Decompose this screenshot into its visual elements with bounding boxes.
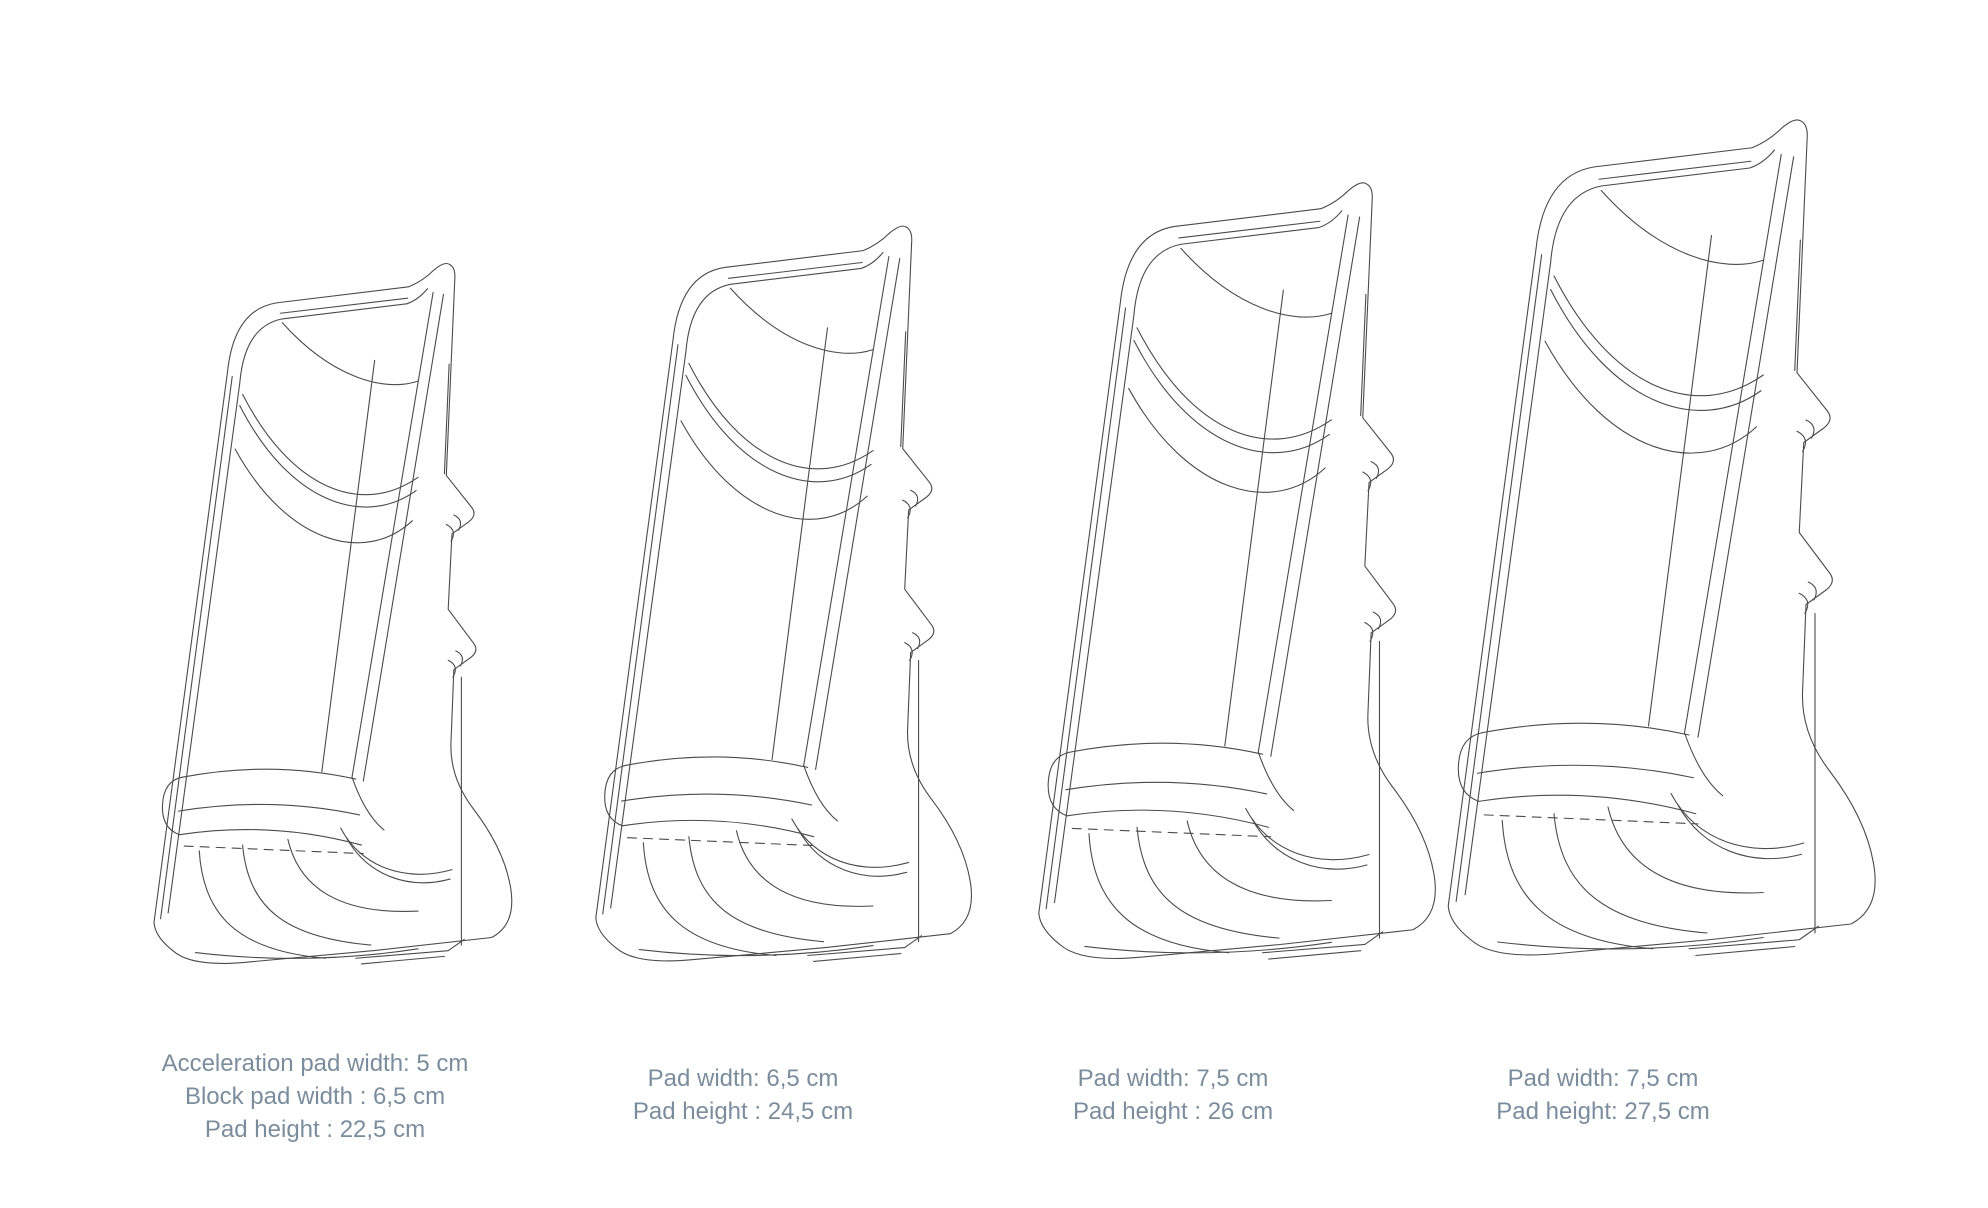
pad-1-label-line-2: Block pad width : 6,5 cm: [184, 1083, 446, 1110]
pad-drawing-3: [1038, 182, 1436, 960]
pad-2-label-line-2: Pad height : 24,5 cm: [632, 1098, 854, 1125]
pad-drawing-4: [1447, 119, 1876, 957]
pad-4-label: Pad width: 7,5 cm Pad height: 27,5 cm: [1363, 1062, 1843, 1128]
pad-4-label-line-1: Pad width: 7,5 cm: [1507, 1065, 1699, 1092]
pad-drawing-2: [595, 225, 973, 962]
pad-4-label-line-2: Pad height: 27,5 cm: [1496, 1098, 1710, 1125]
pad-3-label-line-2: Pad height : 26 cm: [1072, 1098, 1274, 1125]
pad-1-label-line-3: Pad height : 22,5 cm: [204, 1116, 426, 1143]
pad-1-label-line-1: Acceleration pad width: 5 cm: [161, 1050, 469, 1077]
pad-drawing-1: [153, 262, 513, 965]
pad-2-label: Pad width: 6,5 cm Pad height : 24,5 cm: [503, 1062, 983, 1128]
pad-1-label: Acceleration pad width: 5 cm Block pad w…: [75, 1047, 555, 1146]
pad-3-label: Pad width: 7,5 cm Pad height : 26 cm: [933, 1062, 1413, 1128]
pad-2-label-line-1: Pad width: 6,5 cm: [647, 1065, 839, 1092]
pad-3-label-line-1: Pad width: 7,5 cm: [1077, 1065, 1269, 1092]
